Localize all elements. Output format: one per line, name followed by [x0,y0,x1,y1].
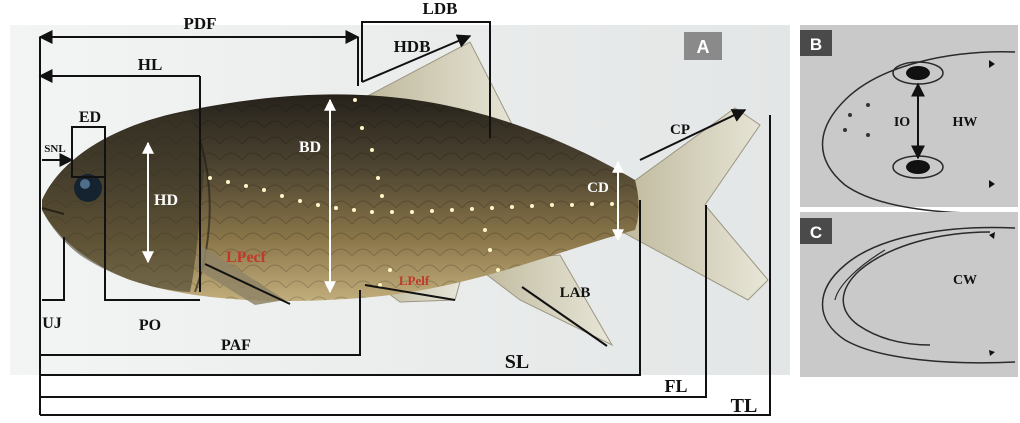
label-fl: FL [664,376,687,396]
label-hw: HW [953,115,978,130]
label-ed: ED [79,109,101,126]
label-paf: PAF [221,337,251,354]
panel-c: C CW [800,212,1018,377]
panel-b: B IO HW [800,25,1018,213]
label-po: PO [139,317,161,334]
label-io: IO [894,115,910,130]
label-cd: CD [587,180,609,196]
label-cp: CP [670,122,690,138]
panel-b-label: B [810,35,822,54]
label-uj: UJ [42,315,62,332]
label-bd: BD [299,139,321,156]
label-cw: CW [953,273,977,288]
panel-c-label: C [810,223,822,242]
label-lpecf: LPecf [226,249,267,266]
label-hdb: HDB [394,37,431,56]
label-tl: TL [731,395,758,417]
label-ldb: LDB [423,0,458,18]
label-snl: SNL [44,143,65,155]
label-hl: HL [138,55,163,74]
label-sl: SL [505,351,529,373]
panel-a-label: A [697,37,710,57]
label-pdf: PDF [183,14,216,33]
label-lpelf: LPelf [399,273,430,288]
label-lab: LAB [560,285,591,301]
label-hd: HD [154,192,178,209]
